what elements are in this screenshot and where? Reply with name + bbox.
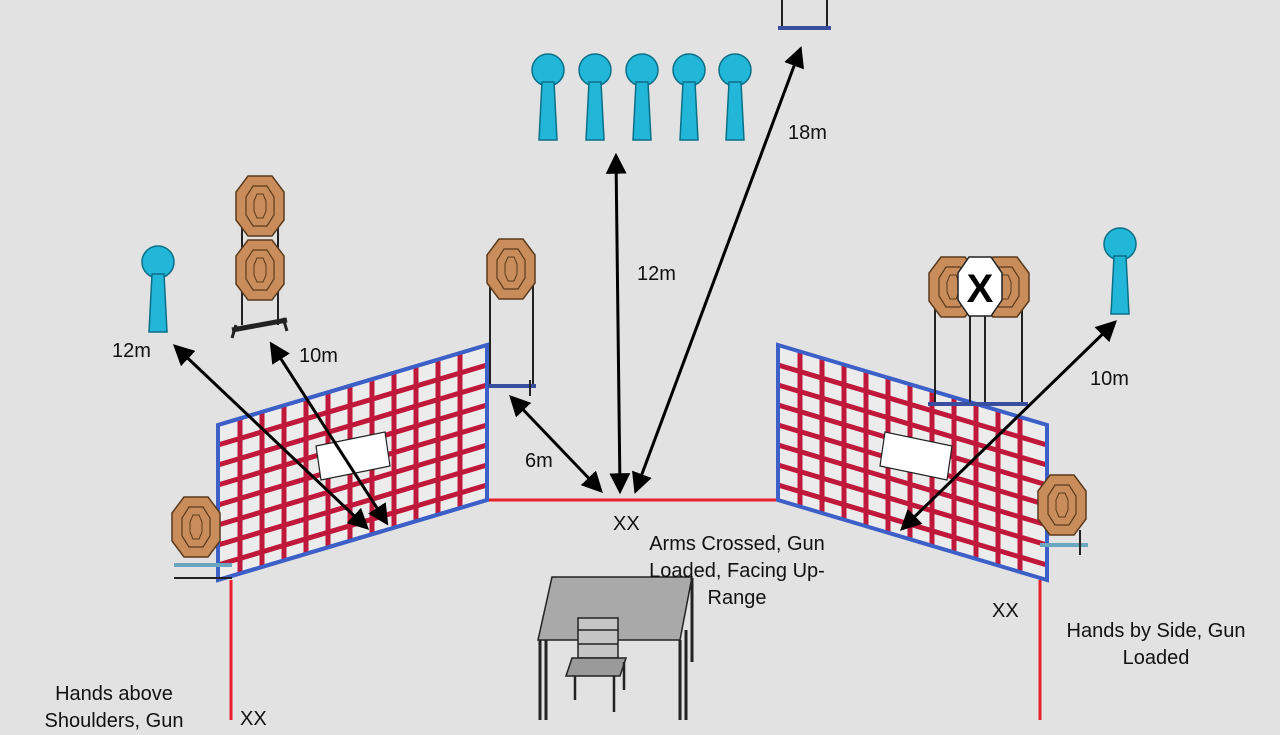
start-note-center-line-1: Arms Crossed, Gun: [649, 533, 825, 555]
paper-target: [486, 238, 536, 300]
start-note-center: Arms Crossed, Gun Loaded, Facing Up- Ran…: [632, 531, 842, 612]
distance-label-center-poppers: 12m: [637, 263, 676, 285]
stage-diagram: X: [141, 0, 1137, 720]
popper-1: [531, 53, 565, 141]
arrow-center-paper: [509, 394, 603, 494]
right-low-paper-target: [1037, 474, 1088, 555]
center-popper-row: [531, 53, 752, 141]
no-shoot-mark: X: [967, 267, 994, 311]
start-note-left-line-2: Shoulders, Gun: [44, 710, 184, 732]
chair: [564, 617, 628, 712]
right-target-cluster: X: [928, 256, 1030, 406]
popper-2: [578, 53, 612, 141]
start-note-right-line-2: Loaded: [1122, 647, 1190, 669]
fault-lines: [229, 498, 1042, 720]
distance-label-right-popper: 10m: [1090, 368, 1129, 390]
distance-label-left-stack: 10m: [299, 345, 338, 367]
start-mark-center: XX: [613, 513, 640, 535]
arrow-left-stack: [269, 341, 389, 526]
start-note-right-line-1: Hands by Side, Gun: [1066, 620, 1246, 642]
start-note-right: Hands by Side, Gun Loaded: [1048, 618, 1264, 672]
start-note-center-line-3: Range: [707, 587, 767, 609]
distance-label-left-popper: 12m: [112, 340, 151, 362]
right-popper: [1103, 227, 1137, 315]
start-mark-left: XX: [240, 708, 267, 730]
distance-label-center-paper: 6m: [525, 450, 553, 472]
start-note-center-line-2: Loaded, Facing Up-: [649, 560, 825, 582]
arrow-far-right: [632, 46, 804, 494]
distance-arrows: [172, 46, 1118, 531]
no-shoot-target: [957, 256, 1003, 317]
left-wall: [216, 342, 489, 583]
center-paper-target: [486, 238, 536, 396]
paper-target-upper: [235, 175, 285, 237]
popper-4: [672, 53, 706, 141]
start-mark-right: XX: [992, 600, 1019, 622]
left-stacked-targets: [230, 175, 289, 339]
start-table: [537, 576, 694, 720]
start-note-left-line-1: Hands above: [55, 683, 173, 705]
popper-3: [625, 53, 659, 141]
arrow-center-poppers: [605, 152, 631, 495]
distance-label-far-right: 18m: [788, 122, 827, 144]
left-popper: [141, 245, 175, 333]
arrow-right-popper: [899, 320, 1118, 531]
left-low-paper-target: [171, 496, 232, 579]
popper-5: [718, 53, 752, 141]
far-target-stand: [778, 0, 831, 30]
start-note-left: Hands above Shoulders, Gun: [14, 681, 214, 735]
paper-target-lower: [235, 239, 285, 301]
